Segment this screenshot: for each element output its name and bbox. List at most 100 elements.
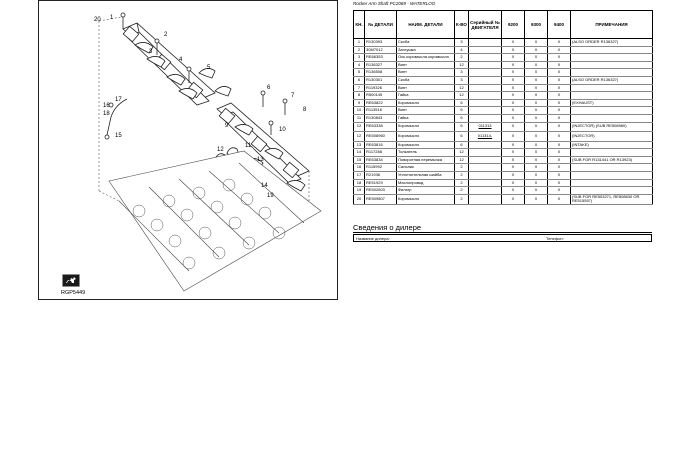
cell-m9300: X — [524, 186, 548, 195]
cell-serial — [468, 53, 502, 62]
cell-notes — [570, 179, 653, 188]
cell-name: Винт — [396, 61, 455, 70]
cell-serial — [468, 179, 502, 188]
cell-notes — [570, 186, 653, 195]
exploded-parts-diagram: 20 1 2 3 4 5 6 7 8 9 10 11 12 13 14 15 1… — [38, 0, 338, 300]
callout-11: 11 — [245, 143, 252, 149]
cell-m9300: X — [524, 156, 548, 165]
dealer-info-box: Название дилера: Телефон: — [353, 234, 652, 242]
cell-name: Сальник — [396, 163, 455, 172]
cell-part-no: RE509807 — [364, 194, 397, 205]
cell-serial — [468, 46, 502, 55]
cell-m9300: X — [524, 171, 548, 180]
cell-m9400: X — [547, 131, 571, 142]
cell-item: 10 — [353, 106, 365, 115]
cell-qty: 6 — [454, 114, 469, 123]
cell-m9200: X — [501, 163, 525, 172]
cell-notes — [570, 61, 653, 70]
cell-serial — [468, 91, 502, 100]
cell-m9300: X — [524, 194, 548, 205]
cell-item: 20 — [353, 194, 365, 205]
cell-part-no: RE66353 — [364, 53, 397, 62]
dealer-section-title: Сведения о дилере — [353, 223, 422, 232]
callout-8: 8 — [303, 107, 307, 113]
cell-item: 6 — [353, 76, 365, 85]
cell-qty: 2 — [454, 179, 469, 188]
figure-code: RGP5449 — [61, 290, 86, 296]
cell-m9400: X — [547, 114, 571, 123]
cell-item: 12 — [353, 131, 365, 142]
cell-m9400: X — [547, 61, 571, 70]
dealer-name-label: Название дилера: — [356, 236, 390, 241]
cell-m9300: X — [524, 38, 548, 47]
callout-18: 18 — [103, 111, 110, 117]
cell-m9200: X — [501, 131, 525, 142]
callout-1: 1 — [110, 15, 114, 21]
cell-m9400: X — [547, 91, 571, 100]
cell-item: 19 — [353, 186, 365, 195]
cell-serial: 011313 — [468, 122, 502, 133]
cell-serial — [468, 194, 502, 205]
cell-serial — [468, 163, 502, 172]
callout-9: 9 — [225, 123, 229, 129]
cell-m9200: X — [501, 179, 525, 188]
callout-3: 3 — [149, 49, 153, 55]
cell-qty: 3 — [454, 76, 469, 85]
cell-item: 13 — [353, 141, 365, 150]
cell-m9400: X — [547, 122, 571, 133]
cell-part-no: R113516 — [364, 106, 397, 115]
cell-m9400: X — [547, 179, 571, 188]
cell-m9200: X — [501, 171, 525, 180]
cell-item: 2 — [353, 46, 365, 55]
cell-name: Скоба — [396, 76, 455, 85]
cell-serial — [468, 156, 502, 165]
cell-m9300: X — [524, 68, 548, 77]
col-item: КН. — [353, 10, 365, 39]
callout-17: 17 — [115, 97, 122, 103]
callout-16: 16 — [103, 103, 110, 109]
cell-m9200: X — [501, 194, 525, 205]
cell-serial — [468, 141, 502, 150]
cell-part-no: R115992 — [364, 163, 397, 172]
cell-notes: (SUB FOR RE503271, RE508630 OR RE515557) — [570, 194, 653, 205]
cell-part-no: RE63822 — [364, 99, 397, 108]
cell-m9300: X — [524, 91, 548, 100]
cell-part-no: RE63338 — [364, 122, 397, 133]
cell-item: 11 — [353, 114, 365, 123]
cell-part-no: RE508960 — [364, 131, 397, 142]
cell-m9200: X — [501, 38, 525, 47]
cell-notes: (ALSO ORDER R136327) — [570, 38, 653, 47]
cell-name: Поворотная перемычка — [396, 156, 455, 165]
cell-m9300: X — [524, 148, 548, 157]
cell-qty: 12 — [454, 61, 469, 70]
cell-m9200: X — [501, 156, 525, 165]
cell-part-no: R130393 — [364, 38, 397, 47]
cell-m9200: X — [501, 84, 525, 93]
cell-serial — [468, 186, 502, 195]
cell-notes: (INTAKE) — [570, 141, 653, 150]
cell-m9400: X — [547, 68, 571, 77]
cell-item: 7 — [353, 84, 365, 93]
col-9200: 9200 — [501, 10, 525, 39]
cell-m9200: X — [501, 148, 525, 157]
cell-m9400: X — [547, 99, 571, 108]
callout-13: 13 — [257, 157, 264, 163]
cell-serial — [468, 99, 502, 108]
cell-item: 9 — [353, 99, 365, 108]
rocker-arm-drawing: 20 1 2 3 4 5 6 7 8 9 10 11 12 13 14 15 1… — [94, 12, 322, 292]
cell-name: Заглушка — [396, 46, 455, 55]
cell-m9200: X — [501, 141, 525, 150]
cell-serial — [468, 106, 502, 115]
col-9300: 9300 — [524, 10, 548, 39]
